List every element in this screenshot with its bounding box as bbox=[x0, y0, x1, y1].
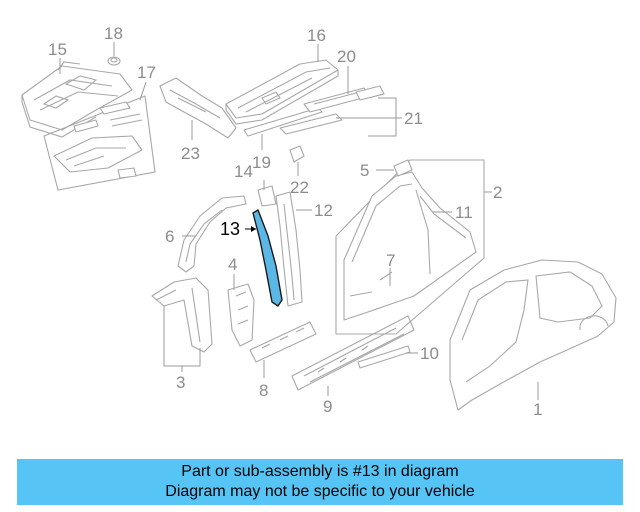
callout-21: 21 bbox=[404, 109, 423, 128]
callout-15: 15 bbox=[48, 40, 67, 59]
info-banner: Part or sub-assembly is #13 in diagram D… bbox=[17, 459, 623, 505]
callout-19: 19 bbox=[252, 153, 271, 172]
part-16-center-floor[interactable] bbox=[225, 59, 339, 125]
callout-12: 12 bbox=[314, 201, 333, 220]
part-3-hinge-pillar[interactable] bbox=[151, 277, 213, 353]
banner-line-2: Diagram may not be specific to your vehi… bbox=[165, 483, 475, 500]
callout-23: 23 bbox=[181, 144, 200, 163]
callout-4: 4 bbox=[228, 255, 237, 274]
part-13-highlighted[interactable] bbox=[252, 209, 283, 307]
callout-7: 7 bbox=[386, 251, 395, 270]
callout-18: 18 bbox=[104, 24, 123, 43]
callout-11: 11 bbox=[455, 203, 473, 222]
callout-6: 6 bbox=[165, 227, 174, 246]
callout-1: 1 bbox=[533, 400, 542, 419]
part-12-b-pillar[interactable] bbox=[275, 191, 303, 307]
part-10-rocker-molding[interactable] bbox=[357, 345, 411, 369]
callout-2: 2 bbox=[493, 183, 502, 202]
part-17-rear-floor-kit[interactable] bbox=[43, 95, 156, 191]
part-6-a-pillar[interactable] bbox=[177, 195, 247, 273]
parts-diagram: 15 18 17 23 16 19 20 bbox=[21, 24, 617, 419]
part-5-bracket[interactable] bbox=[393, 159, 413, 177]
part-23-frame-rail[interactable] bbox=[159, 77, 237, 139]
part-8-sill-reinforcement[interactable] bbox=[249, 321, 317, 363]
callout-14: 14 bbox=[234, 162, 253, 181]
part-4-pillar-reinforcement[interactable] bbox=[227, 283, 255, 347]
banner-line-1: Part or sub-assembly is #13 in diagram bbox=[181, 463, 459, 480]
callout-5: 5 bbox=[360, 161, 369, 180]
part-14-pillar-cap[interactable] bbox=[257, 185, 277, 207]
part-18-plug[interactable] bbox=[107, 56, 121, 66]
part-21-reinforcements[interactable] bbox=[279, 85, 385, 135]
callout-10: 10 bbox=[420, 344, 439, 363]
part-19-sill-strip[interactable] bbox=[243, 107, 323, 137]
callout-3: 3 bbox=[176, 373, 185, 392]
callout-9: 9 bbox=[323, 397, 332, 416]
part-2-body-side[interactable] bbox=[335, 159, 485, 335]
callout-20: 20 bbox=[337, 47, 356, 66]
part-1-side-panel[interactable] bbox=[449, 259, 617, 411]
callout-13: 13 bbox=[220, 219, 240, 239]
callout-22: 22 bbox=[290, 178, 309, 197]
callout-8: 8 bbox=[259, 381, 268, 400]
callout-17: 17 bbox=[137, 63, 156, 82]
callout-16: 16 bbox=[307, 26, 326, 45]
part-22-clip[interactable] bbox=[289, 145, 305, 163]
